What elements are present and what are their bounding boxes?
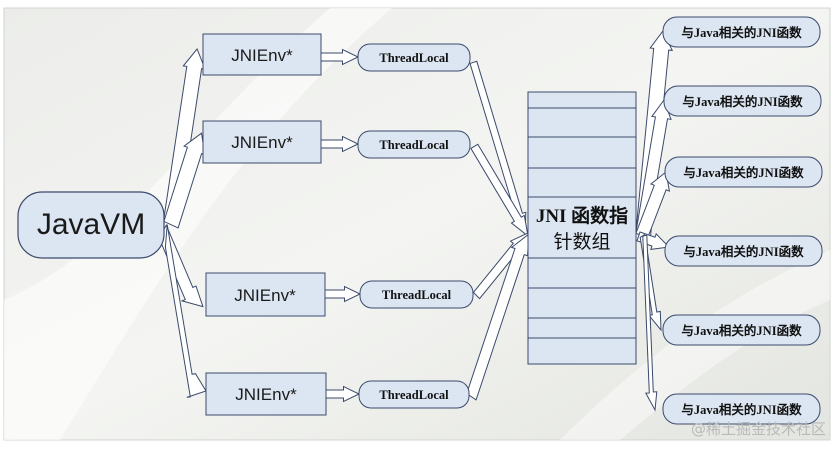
threadlocal-label: ThreadLocal bbox=[379, 51, 449, 65]
threadlocal-label: ThreadLocal bbox=[379, 138, 449, 152]
arrow-array-to-fn-6 bbox=[642, 234, 658, 412]
jni-function-box-4: 与Java相关的JNI函数 bbox=[664, 235, 823, 267]
jni-function-label: 与Java相关的JNI函数 bbox=[681, 25, 802, 40]
connector-arrows bbox=[158, 30, 674, 412]
javavm-label: JavaVM bbox=[37, 208, 145, 241]
jni-function-label: 与Java相关的JNI函数 bbox=[681, 402, 802, 417]
env-box-label: JNIEnv* bbox=[235, 385, 297, 404]
env-box-3: JNIEnv* bbox=[205, 272, 326, 317]
jni-function-label: 与Java相关的JNI函数 bbox=[683, 165, 804, 180]
pointer-array: JNI 函数指 针数组 bbox=[527, 91, 637, 365]
jni-function-box-5: 与Java相关的JNI函数 bbox=[662, 314, 821, 346]
arrow-tl-to-array-2 bbox=[470, 143, 529, 238]
threadlocal-box-2: ThreadLocal bbox=[357, 130, 471, 159]
threadlocal-box-3: ThreadLocal bbox=[359, 280, 474, 309]
threadlocal-label: ThreadLocal bbox=[379, 388, 449, 402]
jni-function-box-1: 与Java相关的JNI函数 bbox=[662, 16, 821, 48]
arrow-vm-to-env-4 bbox=[164, 224, 207, 398]
jni-function-box-2: 与Java相关的JNI函数 bbox=[663, 85, 822, 117]
threadlocal-label: ThreadLocal bbox=[382, 288, 452, 302]
threadlocal-box-1: ThreadLocal bbox=[357, 43, 471, 72]
javavm-node: JavaVM bbox=[17, 191, 165, 259]
env-box-label: JNIEnv* bbox=[231, 46, 293, 65]
arrow-env-to-tl-1 bbox=[320, 48, 360, 66]
jni-function-label: 与Java相关的JNI函数 bbox=[682, 94, 803, 109]
env-box-1: JNIEnv* bbox=[202, 33, 322, 76]
env-box-2: JNIEnv* bbox=[202, 120, 322, 164]
jni-function-box-6: 与Java相关的JNI函数 bbox=[662, 393, 821, 425]
arrow-env-to-tl-4 bbox=[325, 385, 361, 403]
arrow-env-to-tl-2 bbox=[320, 135, 360, 153]
watermark-text: @稀土掘金技术社区 bbox=[691, 420, 826, 438]
pointer-array-label-line2: 针数组 bbox=[553, 231, 610, 253]
jni-function-box-3: 与Java相关的JNI函数 bbox=[664, 156, 823, 188]
pointer-array-label-line1: JNI 函数指 bbox=[536, 204, 628, 227]
arrow-env-to-tl-3 bbox=[324, 285, 362, 303]
env-box-label: JNIEnv* bbox=[231, 133, 293, 152]
env-box-label: JNIEnv* bbox=[234, 286, 296, 305]
jni-function-label: 与Java相关的JNI函数 bbox=[681, 323, 802, 338]
jni-function-label: 与Java相关的JNI函数 bbox=[683, 244, 804, 259]
threadlocal-box-4: ThreadLocal bbox=[358, 380, 470, 409]
env-box-4: JNIEnv* bbox=[205, 372, 327, 416]
